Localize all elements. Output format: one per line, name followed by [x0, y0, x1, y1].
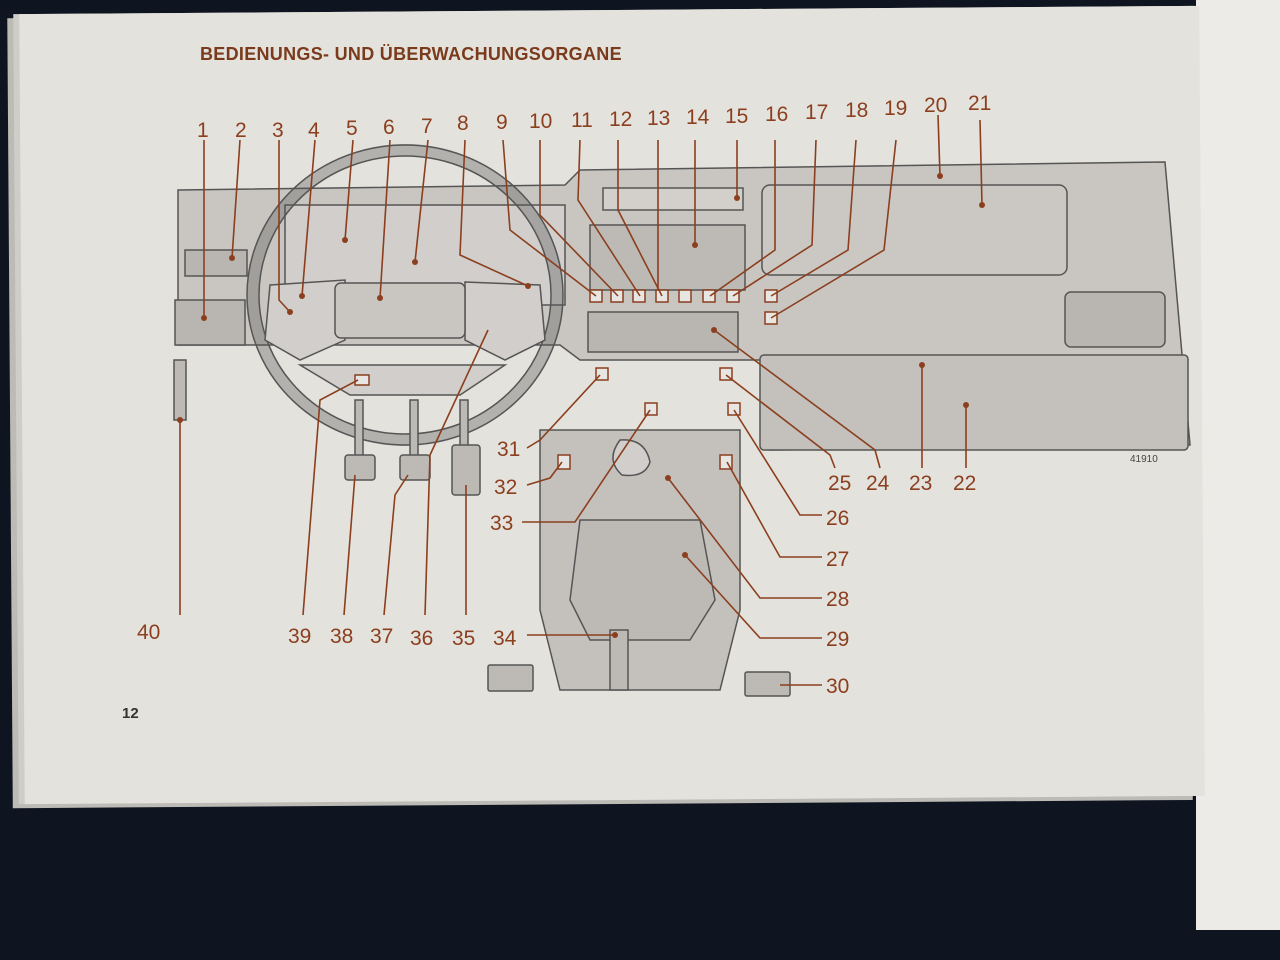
floor-switch-right [744, 671, 791, 697]
callout-label-27: 27 [826, 548, 849, 571]
glovebox [759, 354, 1189, 451]
dashboard-diagram: 1234567891011121314151617181920212223242… [137, 92, 1191, 698]
callout-label-13: 13 [647, 107, 670, 130]
figure-number: 41910 [1130, 454, 1158, 465]
right-page [1196, 0, 1280, 930]
callout-label-36: 36 [410, 627, 433, 650]
callout-label-22: 22 [953, 472, 976, 495]
callout-label-29: 29 [826, 628, 849, 651]
callout-label-40: 40 [137, 621, 160, 644]
callout-label-38: 38 [330, 625, 353, 648]
clutch-pedal [344, 454, 376, 481]
callout-label-7: 7 [421, 115, 433, 138]
floor-switch-left [487, 664, 534, 692]
callout-label-16: 16 [765, 103, 788, 126]
callout-label-24: 24 [866, 472, 890, 495]
callout-label-2: 2 [235, 119, 247, 142]
brake-pedal [399, 454, 431, 481]
callout-label-14: 14 [686, 106, 710, 129]
page-heading: BEDIENUNGS- UND ÜBERWACHUNGSORGANE [200, 44, 622, 64]
callout-label-18: 18 [845, 99, 868, 122]
callout-label-20: 20 [924, 94, 947, 117]
callout-label-39: 39 [288, 625, 311, 648]
callout-label-10: 10 [529, 110, 552, 133]
steering-hub [334, 282, 466, 339]
callout-label-4: 4 [308, 119, 320, 142]
steering-wheel-rim [247, 144, 563, 446]
callout-label-8: 8 [457, 112, 469, 135]
callout-label-19: 19 [884, 97, 907, 120]
callout-label-1: 1 [197, 119, 209, 142]
right-vent [1064, 291, 1166, 348]
page-number: 12 [122, 705, 139, 722]
left-vent [174, 299, 246, 346]
callout-label-25: 25 [828, 472, 851, 495]
gear-knob [612, 439, 651, 477]
callout-label-21: 21 [968, 92, 991, 115]
bonnet-release [173, 359, 187, 421]
upper-tray [602, 187, 744, 211]
callout-label-5: 5 [346, 117, 358, 140]
callout-label-37: 37 [370, 625, 393, 648]
gear-boot [569, 519, 716, 641]
callout-label-12: 12 [609, 108, 632, 131]
left-display [184, 249, 248, 277]
radio-slot [589, 224, 746, 291]
callout-label-28: 28 [826, 588, 849, 611]
callout-label-30: 30 [826, 675, 849, 698]
callout-label-3: 3 [272, 119, 284, 142]
callout-label-35: 35 [452, 627, 475, 650]
callout-label-23: 23 [909, 472, 932, 495]
callout-label-11: 11 [571, 109, 593, 132]
right-shelf [761, 184, 1068, 276]
callout-label-17: 17 [805, 101, 828, 124]
handbrake-slot [609, 629, 629, 691]
callout-label-26: 26 [826, 507, 849, 530]
callout-label-34: 34 [493, 627, 517, 650]
callout-label-31: 31 [497, 438, 520, 461]
callout-label-32: 32 [494, 476, 517, 499]
callout-label-15: 15 [725, 105, 748, 128]
callout-label-9: 9 [496, 111, 508, 134]
callout-label-33: 33 [490, 512, 513, 535]
callout-label-6: 6 [383, 116, 395, 139]
